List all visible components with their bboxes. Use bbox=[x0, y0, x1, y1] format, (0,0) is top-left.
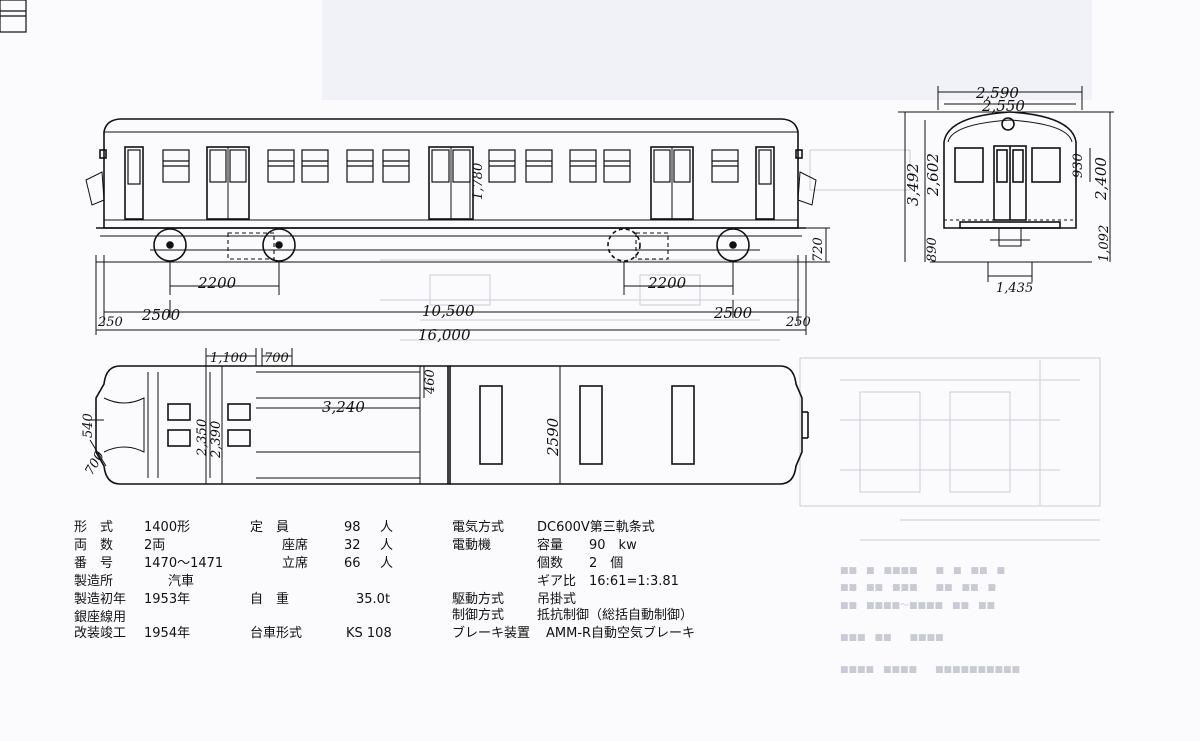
dim-end-total-height: 3,492 bbox=[904, 163, 922, 206]
dim-track-gauge: 1,435 bbox=[996, 281, 1033, 296]
dim-plan-inner-width-b: 2,390 bbox=[209, 421, 224, 459]
dim-plan-roof-width: 2590 bbox=[544, 417, 562, 457]
bleed-through-lines bbox=[380, 149, 1101, 541]
dim-end-body-height: 2,400 bbox=[1092, 157, 1110, 201]
dim-door-width: 700 bbox=[264, 351, 289, 366]
dim-plan-cab-a: 540 bbox=[81, 413, 96, 438]
dim-seat-width: 1,100 bbox=[210, 351, 247, 366]
dim-aisle-length: 3,240 bbox=[322, 398, 365, 416]
bleed-through-text: ■■■■ ■■■■ ■■■■■■■■■■ bbox=[840, 665, 1021, 675]
end-elevation bbox=[930, 111, 1092, 263]
dim-bogie-centers: 10,500 bbox=[422, 302, 475, 320]
bleed-through-text: ■■ ■ ■■■■ ■ ■ ■■ ■ bbox=[840, 566, 1006, 576]
dim-buffer-right: 250 bbox=[785, 315, 811, 330]
dim-end-outer-width: 2,590 bbox=[975, 84, 1019, 102]
side-bogies bbox=[96, 228, 808, 263]
dim-bogie-spacing-left: 2200 bbox=[197, 274, 237, 292]
side-dimension-lines bbox=[95, 150, 830, 335]
end-dimension-lines bbox=[898, 86, 1114, 282]
dim-plan-end-depth: 460 bbox=[423, 369, 438, 395]
dim-buffer-left: 250 bbox=[97, 315, 123, 330]
dimension-labels: 2200 2200 2500 2500 10,500 250 250 16,00… bbox=[81, 84, 1112, 478]
side-elevation bbox=[85, 118, 817, 251]
dim-floor-height: 720 bbox=[811, 237, 826, 262]
dim-end-window-height: 930 bbox=[1071, 153, 1086, 178]
plan-view bbox=[95, 365, 809, 485]
bleed-through-text: ■■■ ■■ ■■■■ bbox=[840, 633, 944, 643]
plan-dimension-lines bbox=[88, 348, 561, 484]
dim-overhang-left: 2500 bbox=[141, 306, 181, 324]
dim-end-body-width: 2,550 bbox=[981, 97, 1025, 115]
bleed-through-text: ■■ ■■ ■■■ ■■ ■■ ■ bbox=[840, 583, 997, 593]
side-windows bbox=[0, 0, 772, 185]
bleed-through-text: ■■ ■■■■〜■■■■ ■■ ■■ bbox=[840, 601, 996, 611]
dim-end-roof-height: 2,602 bbox=[924, 153, 942, 197]
dim-overhang-right: 2500 bbox=[713, 304, 753, 322]
dim-overall-length: 16,000 bbox=[418, 326, 471, 344]
bleed-through-shade bbox=[322, 0, 1092, 100]
dim-bogie-spacing-right: 2200 bbox=[647, 274, 687, 292]
dim-end-lower-height: 1,092 bbox=[1097, 225, 1112, 262]
dim-plan-inner-width-a: 2,350 bbox=[195, 419, 210, 457]
dim-door-height: 1,780 bbox=[471, 163, 486, 200]
dim-end-floor-height: 890 bbox=[925, 237, 940, 262]
